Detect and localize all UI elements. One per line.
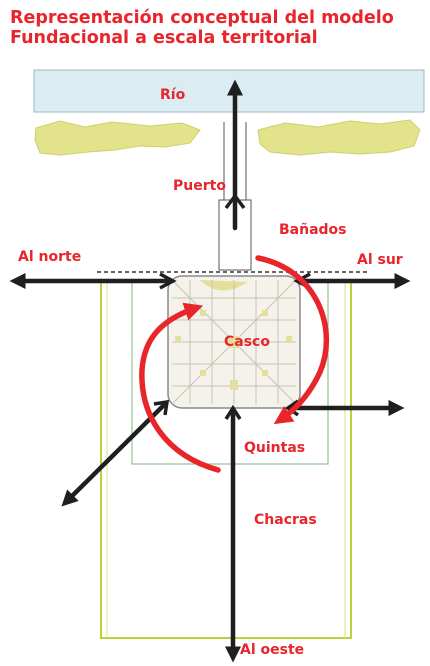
label-river: Río	[160, 87, 186, 103]
southwest-arrowhead-inner	[153, 399, 170, 416]
label-north: Al norte	[18, 249, 82, 265]
label-wetlands: Bañados	[279, 222, 347, 238]
label-port: Puerto	[173, 178, 226, 194]
label-core: Casco	[224, 334, 270, 350]
left-riverbank	[34, 120, 201, 156]
label-chacras: Chacras	[254, 512, 317, 528]
right-riverbank	[257, 119, 421, 156]
circulation-arrow-east	[255, 255, 330, 425]
west-arrowhead-inner	[224, 404, 242, 420]
label-south: Al sur	[357, 252, 403, 268]
southwest-arrow	[61, 401, 168, 507]
river-band	[33, 69, 425, 113]
diagram-title-line-2: Fundacional a escala territorial	[10, 28, 318, 48]
label-quintas: Quintas	[244, 440, 306, 456]
north-arrowhead-inner	[159, 272, 177, 290]
port-arrowhead	[224, 193, 246, 210]
diagram-title-line-1: Representación conceptual del modelo	[10, 8, 394, 28]
label-west: Al oeste	[240, 642, 305, 658]
circulation-arrow-west	[139, 302, 221, 473]
